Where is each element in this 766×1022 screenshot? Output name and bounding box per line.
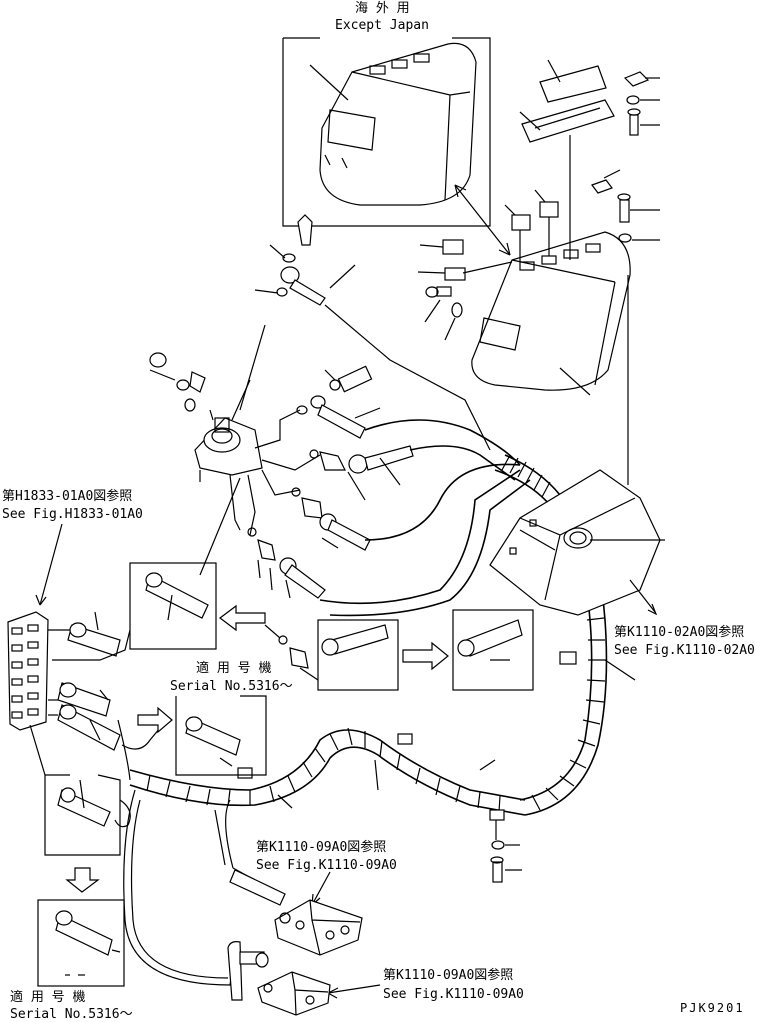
detail-box-right	[452, 609, 534, 691]
right-arrow	[402, 641, 449, 671]
detail-box-left	[129, 562, 217, 650]
switch-cover	[444, 267, 466, 281]
double-arrow-console	[454, 184, 511, 256]
upper-bolts	[254, 214, 491, 451]
switch-3	[442, 239, 464, 255]
except-japan-label-jp: 海 外 用	[355, 1, 410, 16]
switch-1	[511, 214, 531, 231]
serial-arrow	[137, 706, 173, 734]
ref-h1833-en: See Fig.H1833-01A0	[2, 507, 143, 522]
except-japan-console-group: 海 外 用 Except Japan	[282, 1, 491, 227]
ref-h1833-jp: 第H1833-01A0図参照	[2, 488, 132, 504]
detail-box-center	[317, 619, 399, 691]
lower-valve-2: 第K1110-09A0図参照 See Fig.K1110-09A0	[227, 941, 524, 1016]
except-japan-frame	[282, 37, 491, 227]
ref-k1110-02-en: See Fig.K1110-02A0	[614, 643, 755, 658]
switch-2	[539, 201, 559, 218]
serial-label-jp-1: 適 用 号 機	[196, 660, 271, 676]
lower-valve-1: 第K1110-09A0図参照 See Fig.K1110-09A0	[214, 799, 397, 956]
ref-k1110-09-en-1: See Fig.K1110-09A0	[256, 858, 397, 873]
bracket-box	[489, 469, 665, 616]
cover-plate	[539, 65, 607, 103]
serial-label-en-1: Serial No.5316～	[170, 679, 293, 694]
ref-k1110-09-en-2: See Fig.K1110-09A0	[383, 987, 524, 1002]
serial-detail-box-2	[37, 899, 125, 987]
monitor-panel	[521, 99, 615, 143]
left-arrow	[219, 604, 266, 632]
ref-k1110-02-jp: 第K1110-02A0図参照	[614, 624, 744, 640]
console-cover-overseas	[319, 42, 477, 206]
main-console-group	[417, 59, 660, 396]
drawing-code: PJK9201	[680, 1001, 745, 1015]
left-manifold-group: 第H1833-01A0図参照 See Fig.H1833-01A0	[2, 488, 161, 1022]
hose-fittings	[247, 365, 414, 681]
serial-label-jp-2: 適 用 号 機	[10, 989, 85, 1005]
down-arrow	[65, 867, 100, 893]
valve-block-group	[149, 324, 321, 576]
ref-k1110-09-jp-1: 第K1110-09A0図参照	[256, 839, 386, 855]
serial-label-en-2: Serial No.5316～	[10, 1007, 133, 1022]
ref-k1110-09-jp-2: 第K1110-09A0図参照	[383, 967, 513, 983]
valve-body-2	[257, 971, 331, 1016]
except-japan-label-en: Except Japan	[335, 18, 429, 33]
detail-boxes: 適 用 号 機 Serial No.5316～	[129, 562, 534, 776]
